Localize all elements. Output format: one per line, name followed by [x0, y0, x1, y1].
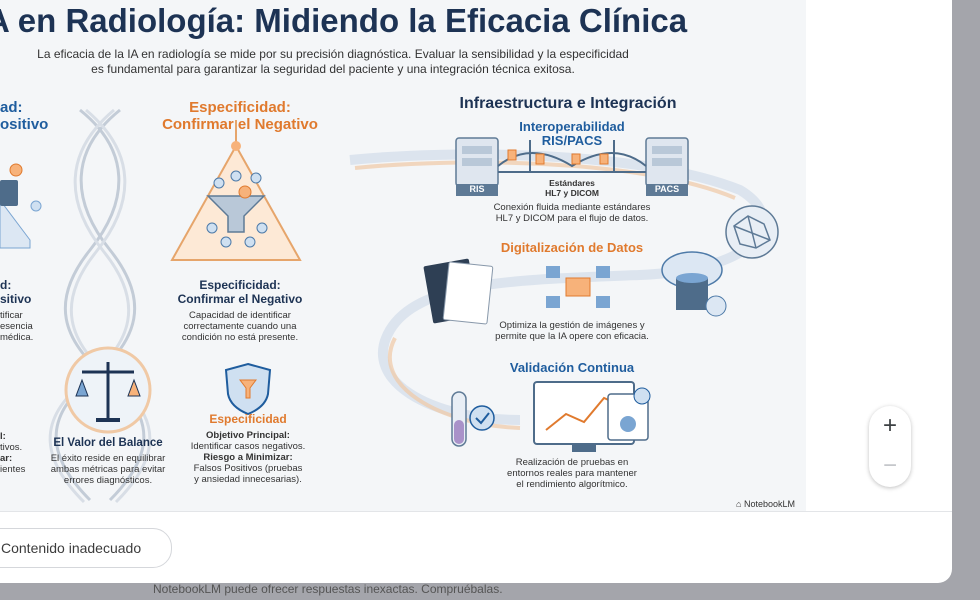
- pacs-label: PACS: [654, 184, 680, 194]
- subtitle-line-2: es fundamental para garantizar la seguri…: [91, 62, 575, 76]
- zoom-controls: + −: [869, 406, 911, 487]
- sensitivity-description: tificar esencia médica.: [0, 310, 33, 343]
- balance-description-line-3: errores diagnósticos.: [63, 475, 153, 486]
- balance-description: El éxito reside en equilibrar ambas métr…: [40, 453, 176, 486]
- sensitivity-heading-line-2: ositivo: [0, 116, 49, 133]
- chat-card: A en Radiología: Midiendo la Eficacia Cl…: [0, 0, 952, 583]
- specificity-heading-line-1: Especificidad:: [189, 99, 291, 116]
- risk-text-line-2: y ansiedad innecesarias).: [194, 474, 302, 485]
- sensitivity-box-line-1: l:: [0, 431, 6, 442]
- validation-heading: Validación Continua: [509, 360, 635, 375]
- cloud-database-icon: [661, 251, 727, 317]
- ris-server-icon: [455, 137, 499, 196]
- monitor-chart-icon: [533, 381, 651, 452]
- balance-description-line-1: El éxito reside en equilibrar: [50, 453, 166, 464]
- specificity-box-title: Especificidad: [209, 412, 287, 426]
- specificity-description-line-3: condición no está presente.: [181, 332, 299, 343]
- balance-scale-icon: [64, 346, 152, 434]
- ris-label: RIS: [469, 184, 485, 194]
- specificity-heading: Especificidad: Confirmar el Negativo: [150, 99, 330, 133]
- balance-title: El Valor del Balance: [53, 437, 163, 449]
- interop-heading: Interoperabilidad RIS/PACS: [490, 120, 654, 148]
- bridge-icon: [497, 140, 647, 173]
- data-blocks: [507, 149, 609, 165]
- specificity-description: Capacidad de identificar correctamente c…: [160, 310, 320, 343]
- plus-icon: +: [882, 412, 897, 439]
- funnel-icon: [170, 120, 302, 261]
- test-tube-icon: [451, 391, 495, 447]
- sensitivity-heading: ad: ositivo: [0, 99, 48, 133]
- ai-brain-icon: [725, 205, 779, 259]
- digitalization-heading: Digitalización de Datos: [500, 240, 644, 255]
- specificity-box-text: Objetivo Principal: Identificar casos ne…: [182, 430, 314, 485]
- sensitivity-heading-line-1: ad:: [0, 99, 23, 116]
- watermark-text: NotebookLM: [743, 499, 795, 509]
- sensitivity-box-line-2: tivos.: [0, 442, 23, 453]
- report-inappropriate-content-button[interactable]: Contenido inadecuado: [0, 528, 172, 568]
- standards-label-line-2: HL7 y DICOM: [545, 188, 599, 198]
- specificity-subheading-line-2: Confirmar el Negativo: [177, 292, 303, 306]
- sensitivity-description-line-3: médica.: [0, 332, 34, 343]
- interop-description-line-2: HL7 y DICOM para el flujo de datos.: [495, 213, 649, 224]
- sensitivity-subheading-line-1: d:: [0, 278, 12, 292]
- sensitivity-subheading-line-2: sitivo: [0, 292, 32, 306]
- specificity-subheading: Especificidad: Confirmar el Negativo: [160, 278, 320, 306]
- folder-network-icon: [546, 266, 610, 308]
- specificity-description-line-2: correctamente cuando una: [183, 321, 297, 332]
- specificity-description-line-1: Capacidad de identificar: [189, 310, 291, 321]
- infographic-subtitle: La eficacia de la IA en radiología se mi…: [0, 47, 666, 77]
- sensitivity-box-line-3: ar:: [0, 453, 13, 464]
- digitalization-description: Optimiza la gestión de imágenes y permit…: [478, 320, 666, 342]
- notebooklm-watermark: ⌂ NotebookLM: [736, 499, 795, 509]
- interop-heading-line-1: Interoperabilidad: [519, 119, 625, 134]
- chip-label: Contenido inadecuado: [1, 540, 142, 556]
- interop-description: Conexión fluida mediante estándares HL7 …: [474, 202, 670, 224]
- infra-title: Infraestructura e Integración: [459, 95, 677, 112]
- sensitivity-partial-icon: [0, 163, 42, 249]
- infographic-title: A en Radiología: Midiendo la Eficacia Cl…: [0, 2, 688, 39]
- standards-label-line-1: Estándares: [549, 178, 595, 188]
- validation-description: Realización de pruebas en entornos reale…: [494, 457, 650, 490]
- subtitle-line-1: La eficacia de la IA en radiología se mi…: [37, 47, 629, 61]
- validation-description-line-2: entornos reales para mantener: [507, 468, 637, 479]
- objective-label: Objetivo Principal:: [206, 430, 290, 441]
- shield-icon: [224, 362, 272, 416]
- risk-label: Riesgo a Minimizar:: [203, 452, 293, 463]
- validation-description-line-1: Realización de pruebas en: [515, 457, 629, 468]
- balance-description-line-2: ambas métricas para evitar: [50, 464, 166, 475]
- digitalization-description-line-2: permite que la IA opere con eficacia.: [495, 331, 649, 342]
- dna-helix-strands: [48, 108, 152, 504]
- sensitivity-description-line-2: esencia: [0, 321, 33, 332]
- standards-label: Estándares HL7 y DICOM: [530, 178, 614, 198]
- zoom-in-button[interactable]: +: [869, 407, 911, 445]
- sensitivity-box-line-4: ientes: [0, 464, 26, 475]
- validation-description-line-3: el rendimiento algorítmico.: [516, 479, 628, 490]
- infographic-artwork: [0, 108, 779, 504]
- notebooklm-logo-icon: ⌂: [736, 499, 742, 509]
- specificity-heading-line-2: Confirmar el Negativo: [162, 116, 318, 133]
- sensitivity-subheading: d: sitivo: [0, 278, 31, 306]
- pacs-server-icon: [645, 137, 689, 196]
- interop-description-line-1: Conexión fluida mediante estándares: [493, 202, 651, 213]
- footer-disclaimer: NotebookLM puede ofrecer respuestas inex…: [153, 582, 503, 596]
- zoom-out-button[interactable]: −: [869, 447, 911, 485]
- infographic-image: A en Radiología: Midiendo la Eficacia Cl…: [0, 0, 806, 512]
- xray-documents-icon: [423, 258, 494, 325]
- risk-text-line-1: Falsos Positivos (pruebas: [193, 463, 303, 474]
- sensitivity-box-text: l: tivos. ar: ientes: [0, 431, 25, 475]
- content-divider: [0, 511, 952, 512]
- objective-text: Identificar casos negativos.: [190, 441, 306, 452]
- sensitivity-description-line-1: tificar: [0, 310, 23, 321]
- digitalization-description-line-1: Optimiza la gestión de imágenes y: [499, 320, 645, 331]
- minus-icon: −: [882, 452, 897, 479]
- specificity-subheading-line-1: Especificidad:: [199, 278, 281, 292]
- interop-heading-line-2: RIS/PACS: [541, 133, 603, 148]
